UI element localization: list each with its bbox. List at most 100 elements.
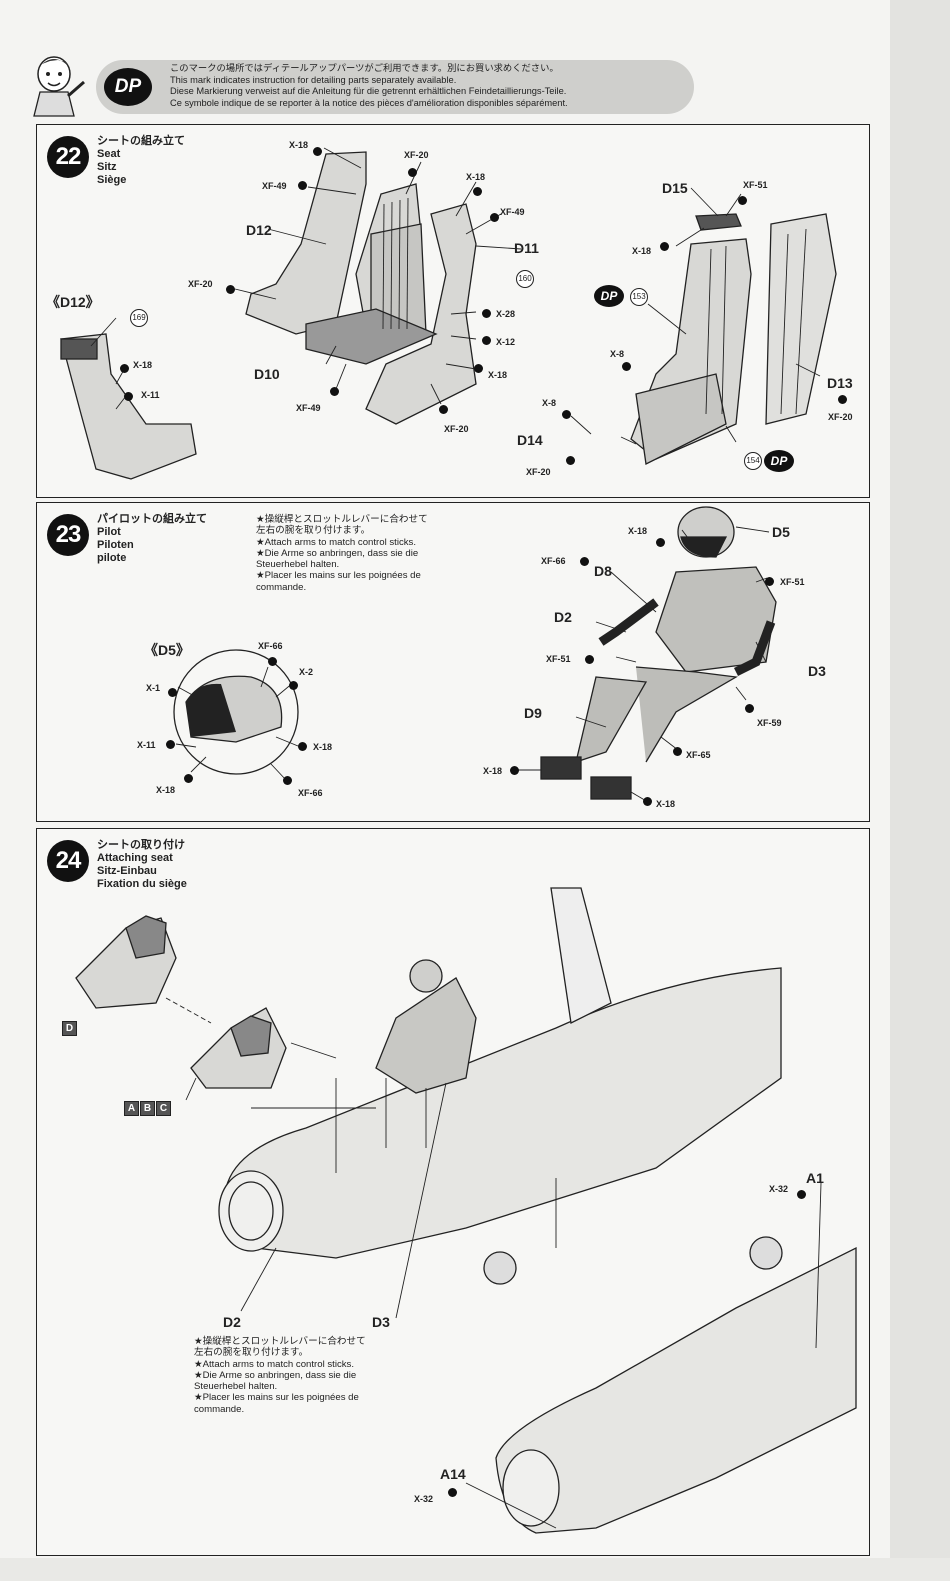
paint-label: X-2 [299, 667, 314, 677]
mascot-icon [33, 56, 85, 117]
paint-dot [168, 688, 177, 697]
paint-dot [562, 410, 571, 419]
paint-label: XF-49 [262, 181, 287, 191]
inset-label-d5: 《D5》 [144, 642, 190, 658]
step-24-number: 24 [47, 840, 89, 882]
paint-label: X-18 [483, 766, 503, 776]
paint-dot [656, 538, 665, 547]
step-22-number: 22 [47, 136, 89, 178]
paint-dot [622, 362, 631, 371]
paint-dot [330, 387, 339, 396]
part-d14: D14 [517, 432, 543, 448]
paint-label: X-18 [156, 785, 176, 795]
paint-dot [226, 285, 235, 294]
part-number-badge: 169 [130, 309, 148, 327]
paint-dot [448, 1488, 457, 1497]
paint-dot [745, 704, 754, 713]
part-number-badge: 160 [516, 270, 534, 288]
paint-dot [566, 456, 575, 465]
dp-mark[interactable]: DP [764, 450, 794, 472]
part-tree-tag-c: C [156, 1101, 171, 1116]
part-d2: D2 [554, 609, 572, 625]
part-d3: D3 [372, 1314, 390, 1330]
dp-mark[interactable]: DP [594, 285, 624, 307]
aircraft-assembly-drawing [75, 887, 857, 1534]
step-23-number: 23 [47, 514, 89, 556]
paint-dot [482, 336, 491, 345]
part-number-badge: 154 [744, 452, 762, 470]
paint-dot [439, 405, 448, 414]
paint-label: X-8 [610, 349, 625, 359]
paint-dot [765, 577, 774, 586]
paint-label: XF-59 [757, 718, 782, 728]
part-d15: D15 [662, 180, 688, 196]
paint-dot [298, 742, 307, 751]
paint-label: XF-20 [828, 412, 853, 422]
paint-label: X-1 [146, 683, 161, 693]
note-line-en: This mark indicates instruction for deta… [170, 74, 457, 85]
paint-dot [838, 395, 847, 404]
paint-label: X-18 [466, 172, 486, 182]
paint-label: XF-65 [686, 750, 711, 760]
part-d5: D5 [772, 524, 790, 540]
part-d3: D3 [808, 663, 826, 679]
paint-label: X-11 [141, 390, 160, 400]
paint-dot [482, 309, 491, 318]
paint-dot [490, 213, 499, 222]
paint-label: XF-66 [258, 641, 283, 651]
paint-label: X-18 [313, 742, 333, 752]
paint-dot [474, 364, 483, 373]
paint-label: XF-51 [743, 180, 768, 190]
detail-parts-note: このマークの場所ではディテールアップパーツがご利用できます。別にお買い求めくださ… [170, 63, 568, 109]
step-23-note: ★操縦桿とスロットルレバーに合わせて左右の腕を取り付けます。 ★Attach a… [256, 514, 428, 593]
paint-dot [283, 776, 292, 785]
paint-dot [408, 168, 417, 177]
paint-label: X-11 [137, 740, 156, 750]
paint-label: XF-51 [546, 654, 571, 664]
paint-label: X-28 [496, 309, 516, 319]
paint-dot [120, 364, 129, 373]
paint-label: X-32 [414, 1494, 434, 1504]
paint-label: XF-20 [188, 279, 213, 289]
note-line-de: Diese Markierung verweist auf die Anleit… [170, 86, 567, 97]
paint-label: X-18 [632, 246, 652, 256]
paint-label: XF-49 [296, 403, 321, 413]
part-d10: D10 [254, 366, 280, 382]
paint-dot [473, 187, 482, 196]
detail-parts-banner [96, 60, 694, 114]
page-edge-bottom [0, 1558, 950, 1581]
part-tree-tag-b: B [140, 1101, 155, 1116]
paint-dot [673, 747, 682, 756]
paint-label: X-8 [542, 398, 557, 408]
paint-label: X-18 [656, 799, 676, 809]
paint-dot [124, 392, 133, 401]
paint-dot [298, 181, 307, 190]
paint-label: X-32 [769, 1184, 789, 1194]
note-line-jp: このマークの場所ではディテールアップパーツがご利用できます。別にお買い求めくださ… [170, 63, 559, 73]
paint-label: XF-20 [526, 467, 551, 477]
step-24-note: ★操縦桿とスロットルレバーに合わせて左右の腕を取り付けます。 ★Attach a… [194, 1336, 366, 1415]
part-d11: D11 [514, 240, 539, 256]
inset-label-d12: 《D12》 [46, 294, 100, 310]
part-a14: A14 [440, 1466, 466, 1482]
paint-dot [585, 655, 594, 664]
paint-dot [738, 196, 747, 205]
pilot-assembly-drawing [173, 506, 777, 803]
paint-label: XF-66 [541, 556, 566, 566]
paint-label: XF-66 [298, 788, 323, 798]
part-a1: A1 [806, 1170, 824, 1186]
paint-dot [510, 766, 519, 775]
paint-dot [268, 657, 277, 666]
paint-label: X-12 [496, 337, 516, 347]
paint-label: XF-20 [444, 424, 469, 434]
paint-label: X-18 [133, 360, 153, 370]
part-number-badge: 153 [630, 288, 648, 306]
page-edge-right [890, 0, 950, 1581]
part-tree-tag-d: D [62, 1021, 77, 1036]
paint-dot [580, 557, 589, 566]
dp-badge: DP [104, 68, 152, 106]
